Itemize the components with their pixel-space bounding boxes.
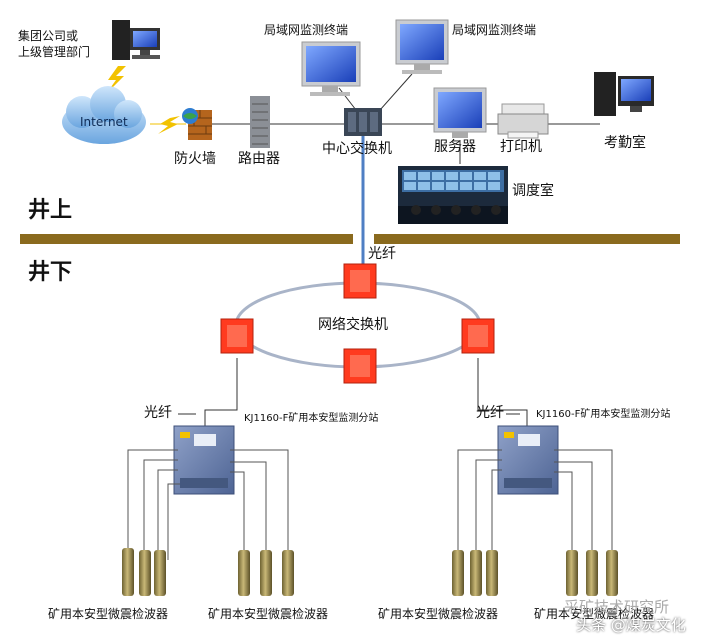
dispatch-room-photo — [398, 166, 508, 224]
dispatch-room-label: 调度室 — [512, 183, 554, 199]
internet-cloud-icon — [62, 86, 146, 144]
detector-group-2 — [238, 550, 294, 596]
ring-switch-left — [220, 318, 254, 354]
detector-label-1: 矿用本安型微震检波器 — [48, 607, 169, 621]
ground-divider-left — [20, 234, 353, 244]
substation-left — [173, 425, 235, 495]
detector-label-2: 矿用本安型微震检波器 — [208, 607, 329, 621]
watermark: 头条 @煤炭文化 — [576, 616, 686, 634]
printer-icon — [497, 103, 549, 139]
surface-label: 井上 — [28, 198, 73, 223]
network-switch-label: 网络交换机 — [318, 317, 388, 333]
ring-switch-right — [461, 318, 495, 354]
attendance-computer-icon — [594, 72, 654, 116]
detector-label-4: 矿用本安型微震检波器 — [534, 607, 655, 621]
substation-left-label: KJ1160-F矿用本安型监测分站 — [244, 413, 379, 424]
router-icon — [250, 96, 270, 148]
detector-label-3: 矿用本安型微震检波器 — [378, 607, 499, 621]
underground-label: 井下 — [28, 260, 73, 285]
fiber-left-label: 光纤 — [144, 405, 172, 421]
detector-group-1 — [122, 548, 166, 596]
ring-switch-top — [343, 263, 377, 299]
substation-right — [497, 425, 559, 495]
lan-terminal-b-icon — [395, 19, 449, 74]
firewall-label: 防火墙 — [174, 151, 216, 167]
ground-divider-right — [374, 234, 680, 244]
ring-switch-bottom — [343, 348, 377, 384]
printer-label: 打印机 — [500, 139, 542, 155]
fiber-right-label: 光纤 — [476, 405, 504, 421]
detector-group-4 — [566, 550, 618, 596]
watermark-background: 采矿技术研究所 — [564, 598, 670, 616]
internet-label: Internet — [80, 115, 128, 129]
lan-terminal-b-label: 局域网监测终端 — [452, 23, 537, 37]
detector-cables-right — [457, 449, 613, 560]
group-computer-icon — [112, 20, 160, 60]
lan-terminal-a-label: 局域网监测终端 — [264, 23, 349, 37]
surface-links — [150, 73, 600, 164]
fiber-top-label: 光纤 — [368, 246, 396, 262]
server-label: 服务器 — [434, 139, 476, 155]
firewall-icon — [182, 108, 212, 140]
attendance-room-label: 考勤室 — [604, 135, 646, 151]
detector-group-3 — [452, 550, 498, 596]
core-switch-label: 中心交换机 — [322, 141, 392, 157]
core-switch-icon — [344, 108, 382, 136]
detector-cables-left — [127, 449, 289, 560]
lan-terminal-a-icon — [301, 41, 361, 96]
drop-lines — [204, 358, 528, 426]
group-label: 集团公司或 上级管理部门 — [18, 29, 91, 60]
substation-right-label: KJ1160-F矿用本安型监测分站 — [536, 409, 671, 420]
server-icon — [433, 87, 487, 138]
router-label: 路由器 — [238, 151, 280, 167]
